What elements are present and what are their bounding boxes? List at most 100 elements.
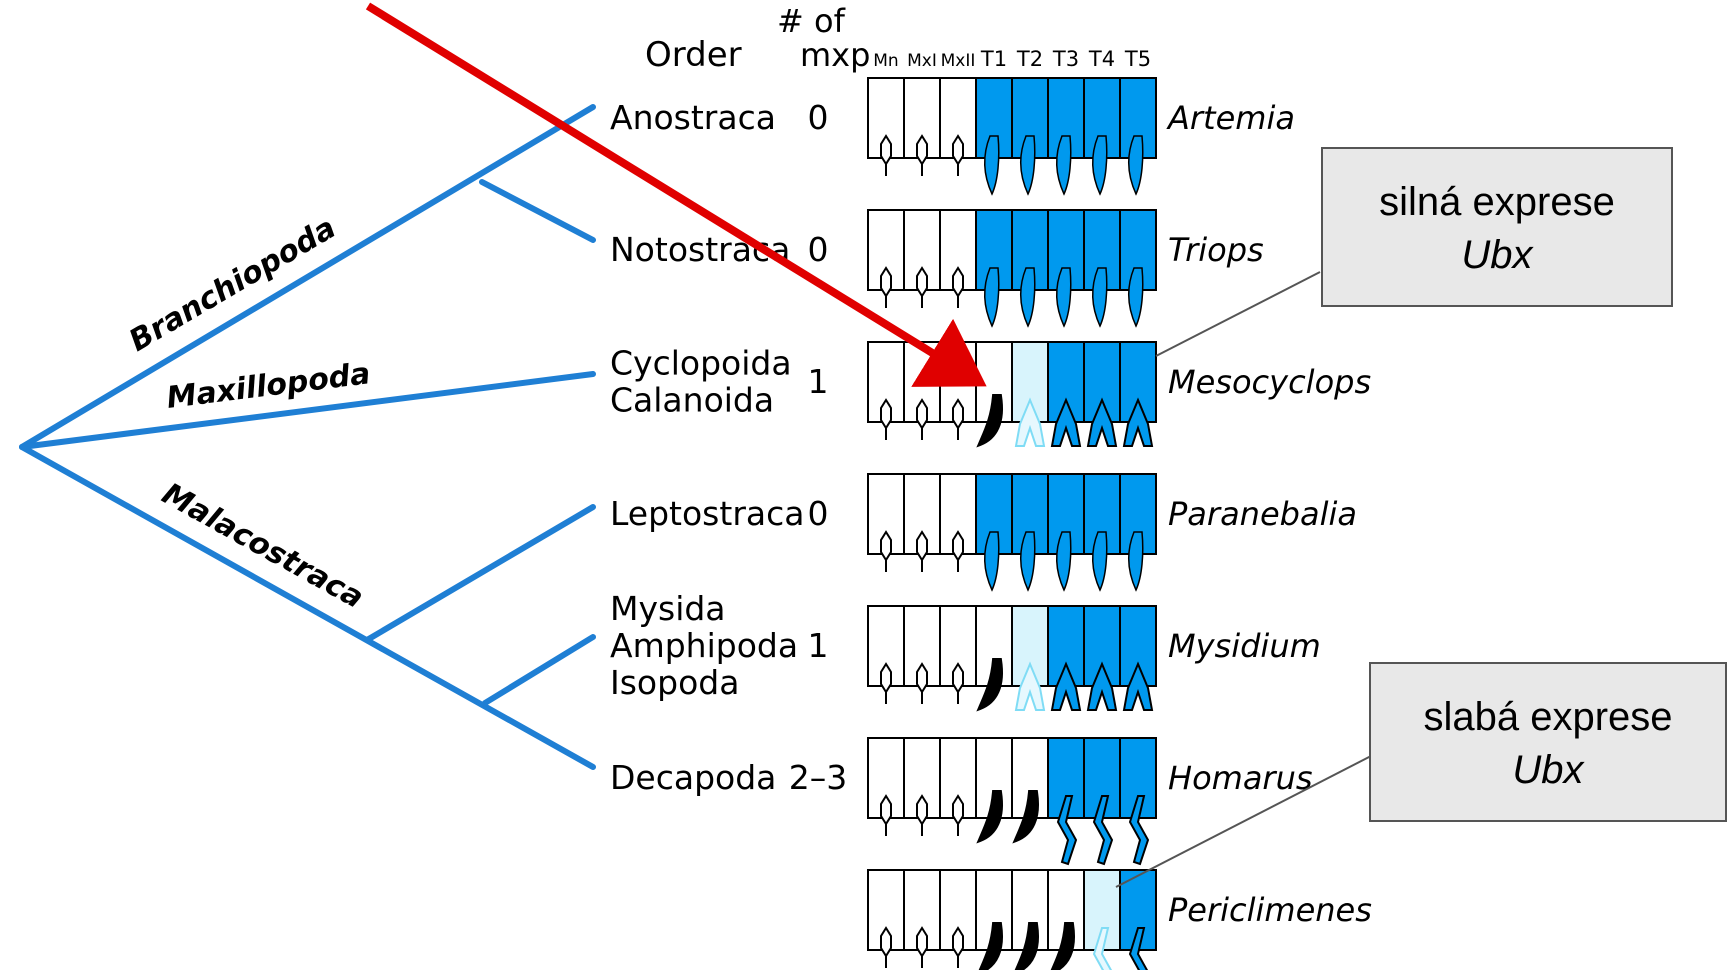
order-name: Leptostraca — [610, 494, 804, 533]
maxilla-appendage — [880, 530, 892, 572]
genus-name: Paranebalia — [1168, 495, 1357, 533]
mxp-count: 0 — [808, 494, 829, 533]
order-name: Isopoda — [610, 663, 739, 702]
thoracic-limb — [1091, 135, 1108, 196]
tree-branch-maxillopoda — [19, 371, 596, 450]
mxp-count: 0 — [808, 230, 829, 269]
segment-header-t4: T4 — [1088, 47, 1115, 71]
segment-row — [867, 473, 1157, 592]
thoracic-limb — [1019, 135, 1036, 196]
maxilla-appendage — [880, 134, 892, 176]
swimming-leg — [1086, 661, 1118, 711]
genus-name: Triops — [1168, 231, 1264, 269]
tree-branch-leptostraca — [364, 504, 596, 643]
mxp-count: 0 — [808, 98, 829, 137]
swimming-leg — [1014, 397, 1046, 447]
order-name: Anostraca — [610, 98, 776, 137]
thoracic-limb — [983, 531, 1000, 592]
segment-header-t3: T3 — [1052, 47, 1079, 71]
thoracic-limb — [1127, 531, 1144, 592]
order-name: Cyclopoida — [610, 344, 792, 383]
thoracic-limb — [1055, 267, 1072, 328]
callout-weak-expression: slabá exprese Ubx — [1115, 662, 1727, 888]
mxp-column-header-line1: # of — [777, 2, 846, 40]
segment-header-mxii: MxII — [941, 51, 976, 71]
thoracic-limb — [1055, 135, 1072, 196]
walking-leg — [1056, 795, 1078, 866]
clade-label-malacostraca: Malacostraca — [156, 476, 369, 615]
segment-row — [867, 869, 1157, 970]
walking-leg — [1128, 795, 1150, 866]
thoracic-limb — [1055, 531, 1072, 592]
callout-weak-box — [1369, 662, 1727, 822]
order-name: Calanoida — [610, 381, 774, 420]
thoracic-limb — [1019, 267, 1036, 328]
tree-branch-notostraca — [479, 179, 596, 243]
swimming-leg — [1050, 661, 1082, 711]
genus-name: Artemia — [1166, 99, 1295, 137]
maxilla-appendage — [916, 662, 928, 704]
maxilla-appendage — [880, 794, 892, 836]
maxilla-appendage — [952, 794, 964, 836]
callout-strong-expression: silná exprese Ubx — [1155, 147, 1673, 357]
maxilliped — [1014, 922, 1039, 970]
tree-branch-mysida — [482, 634, 596, 706]
segment-box-t5 — [1119, 209, 1157, 291]
order-name: Mysida — [610, 589, 726, 628]
swimming-leg — [1086, 397, 1118, 447]
walking-leg — [1092, 795, 1114, 866]
maxilla-appendage — [916, 530, 928, 572]
maxilla-appendage — [952, 266, 964, 308]
walking-leg — [1092, 927, 1113, 970]
mxp-count: 2–3 — [789, 758, 848, 797]
maxilla-appendage — [952, 134, 964, 176]
segment-header-mxi: MxI — [907, 51, 937, 71]
segment-row — [867, 77, 1157, 196]
segment-row — [867, 605, 1157, 712]
callout-weak-line2: Ubx — [1512, 748, 1585, 792]
mxp-count: 1 — [808, 362, 829, 401]
segment-header-mn: Mn — [873, 51, 898, 71]
maxilla-appendage — [916, 266, 928, 308]
callout-weak-pointer — [1115, 755, 1372, 888]
maxilla-appendage — [880, 266, 892, 308]
order-name: Decapoda — [610, 758, 776, 797]
callout-strong-line1: silná exprese — [1379, 180, 1615, 224]
callout-strong-box — [1321, 147, 1673, 307]
thoracic-limb — [983, 135, 1000, 196]
phylogenetic-tree — [19, 104, 596, 770]
segment-box-mxi — [903, 77, 941, 159]
segment-header-t2: T2 — [1016, 47, 1043, 71]
tree-branch-branchiopoda — [19, 104, 596, 450]
red-arrow — [365, 2, 987, 387]
segment-box-t2 — [1011, 605, 1049, 687]
genus-name: Mysidium — [1168, 627, 1321, 665]
maxilliped — [976, 658, 1003, 712]
maxilla-appendage — [880, 662, 892, 704]
maxilla-appendage — [916, 134, 928, 176]
swimming-leg — [1050, 397, 1082, 447]
tree-branch-malacostraca — [19, 444, 596, 770]
clade-label-branchiopoda: Branchiopoda — [123, 210, 342, 358]
callout-strong-pointer — [1155, 271, 1321, 357]
walking-leg — [1128, 927, 1149, 970]
genus-name: Periclimenes — [1168, 891, 1372, 929]
maxilliped — [976, 790, 1003, 844]
segment-header-t1: T1 — [980, 47, 1007, 71]
swimming-leg — [1122, 661, 1154, 711]
segment-row — [867, 737, 1157, 866]
swimming-leg — [1122, 397, 1154, 447]
segment-rows — [867, 77, 1157, 970]
segment-header-t5: T5 — [1124, 47, 1151, 71]
maxilla-appendage — [916, 794, 928, 836]
mxp-count: 1 — [808, 626, 829, 665]
maxilla-appendage — [952, 398, 964, 440]
maxilla-appendage — [952, 530, 964, 572]
thoracic-limb — [1091, 531, 1108, 592]
maxilliped — [978, 922, 1003, 970]
maxilla-appendage — [916, 926, 928, 968]
genus-name: Mesocyclops — [1168, 363, 1371, 401]
maxilla-appendage — [952, 926, 964, 968]
